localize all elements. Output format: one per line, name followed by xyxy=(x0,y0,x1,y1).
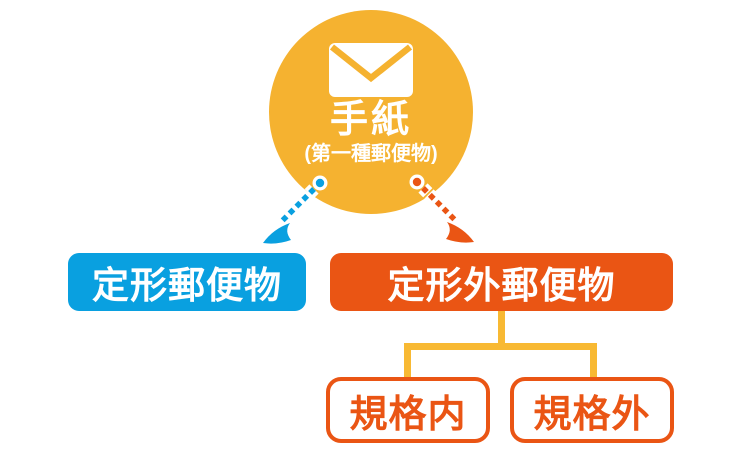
root-node-subtitle: (第一種郵便物) xyxy=(304,143,438,165)
root-node-letter: 手紙 (第一種郵便物) xyxy=(269,10,473,214)
node-standard-mail: 定形郵便物 xyxy=(68,253,306,311)
node-standard-mail-label: 定形郵便物 xyxy=(92,265,282,306)
envelope-icon xyxy=(329,43,413,97)
node-outside-spec-label: 規格外 xyxy=(533,393,651,436)
connector-stem xyxy=(498,311,505,347)
node-within-spec-label: 規格内 xyxy=(349,393,467,436)
connector-horizontal-bar xyxy=(404,343,597,350)
root-node-title: 手紙 xyxy=(329,99,412,141)
arrowhead-right-icon xyxy=(446,222,474,243)
arrowhead-left-icon xyxy=(263,223,291,244)
node-nonstandard-mail: 定形外郵便物 xyxy=(330,253,673,311)
connector-drop-right xyxy=(590,343,597,379)
connector-drop-left xyxy=(404,343,411,379)
node-nonstandard-mail-label: 定形外郵便物 xyxy=(387,265,616,306)
node-outside-spec: 規格外 xyxy=(510,377,674,443)
node-within-spec: 規格内 xyxy=(326,377,490,443)
